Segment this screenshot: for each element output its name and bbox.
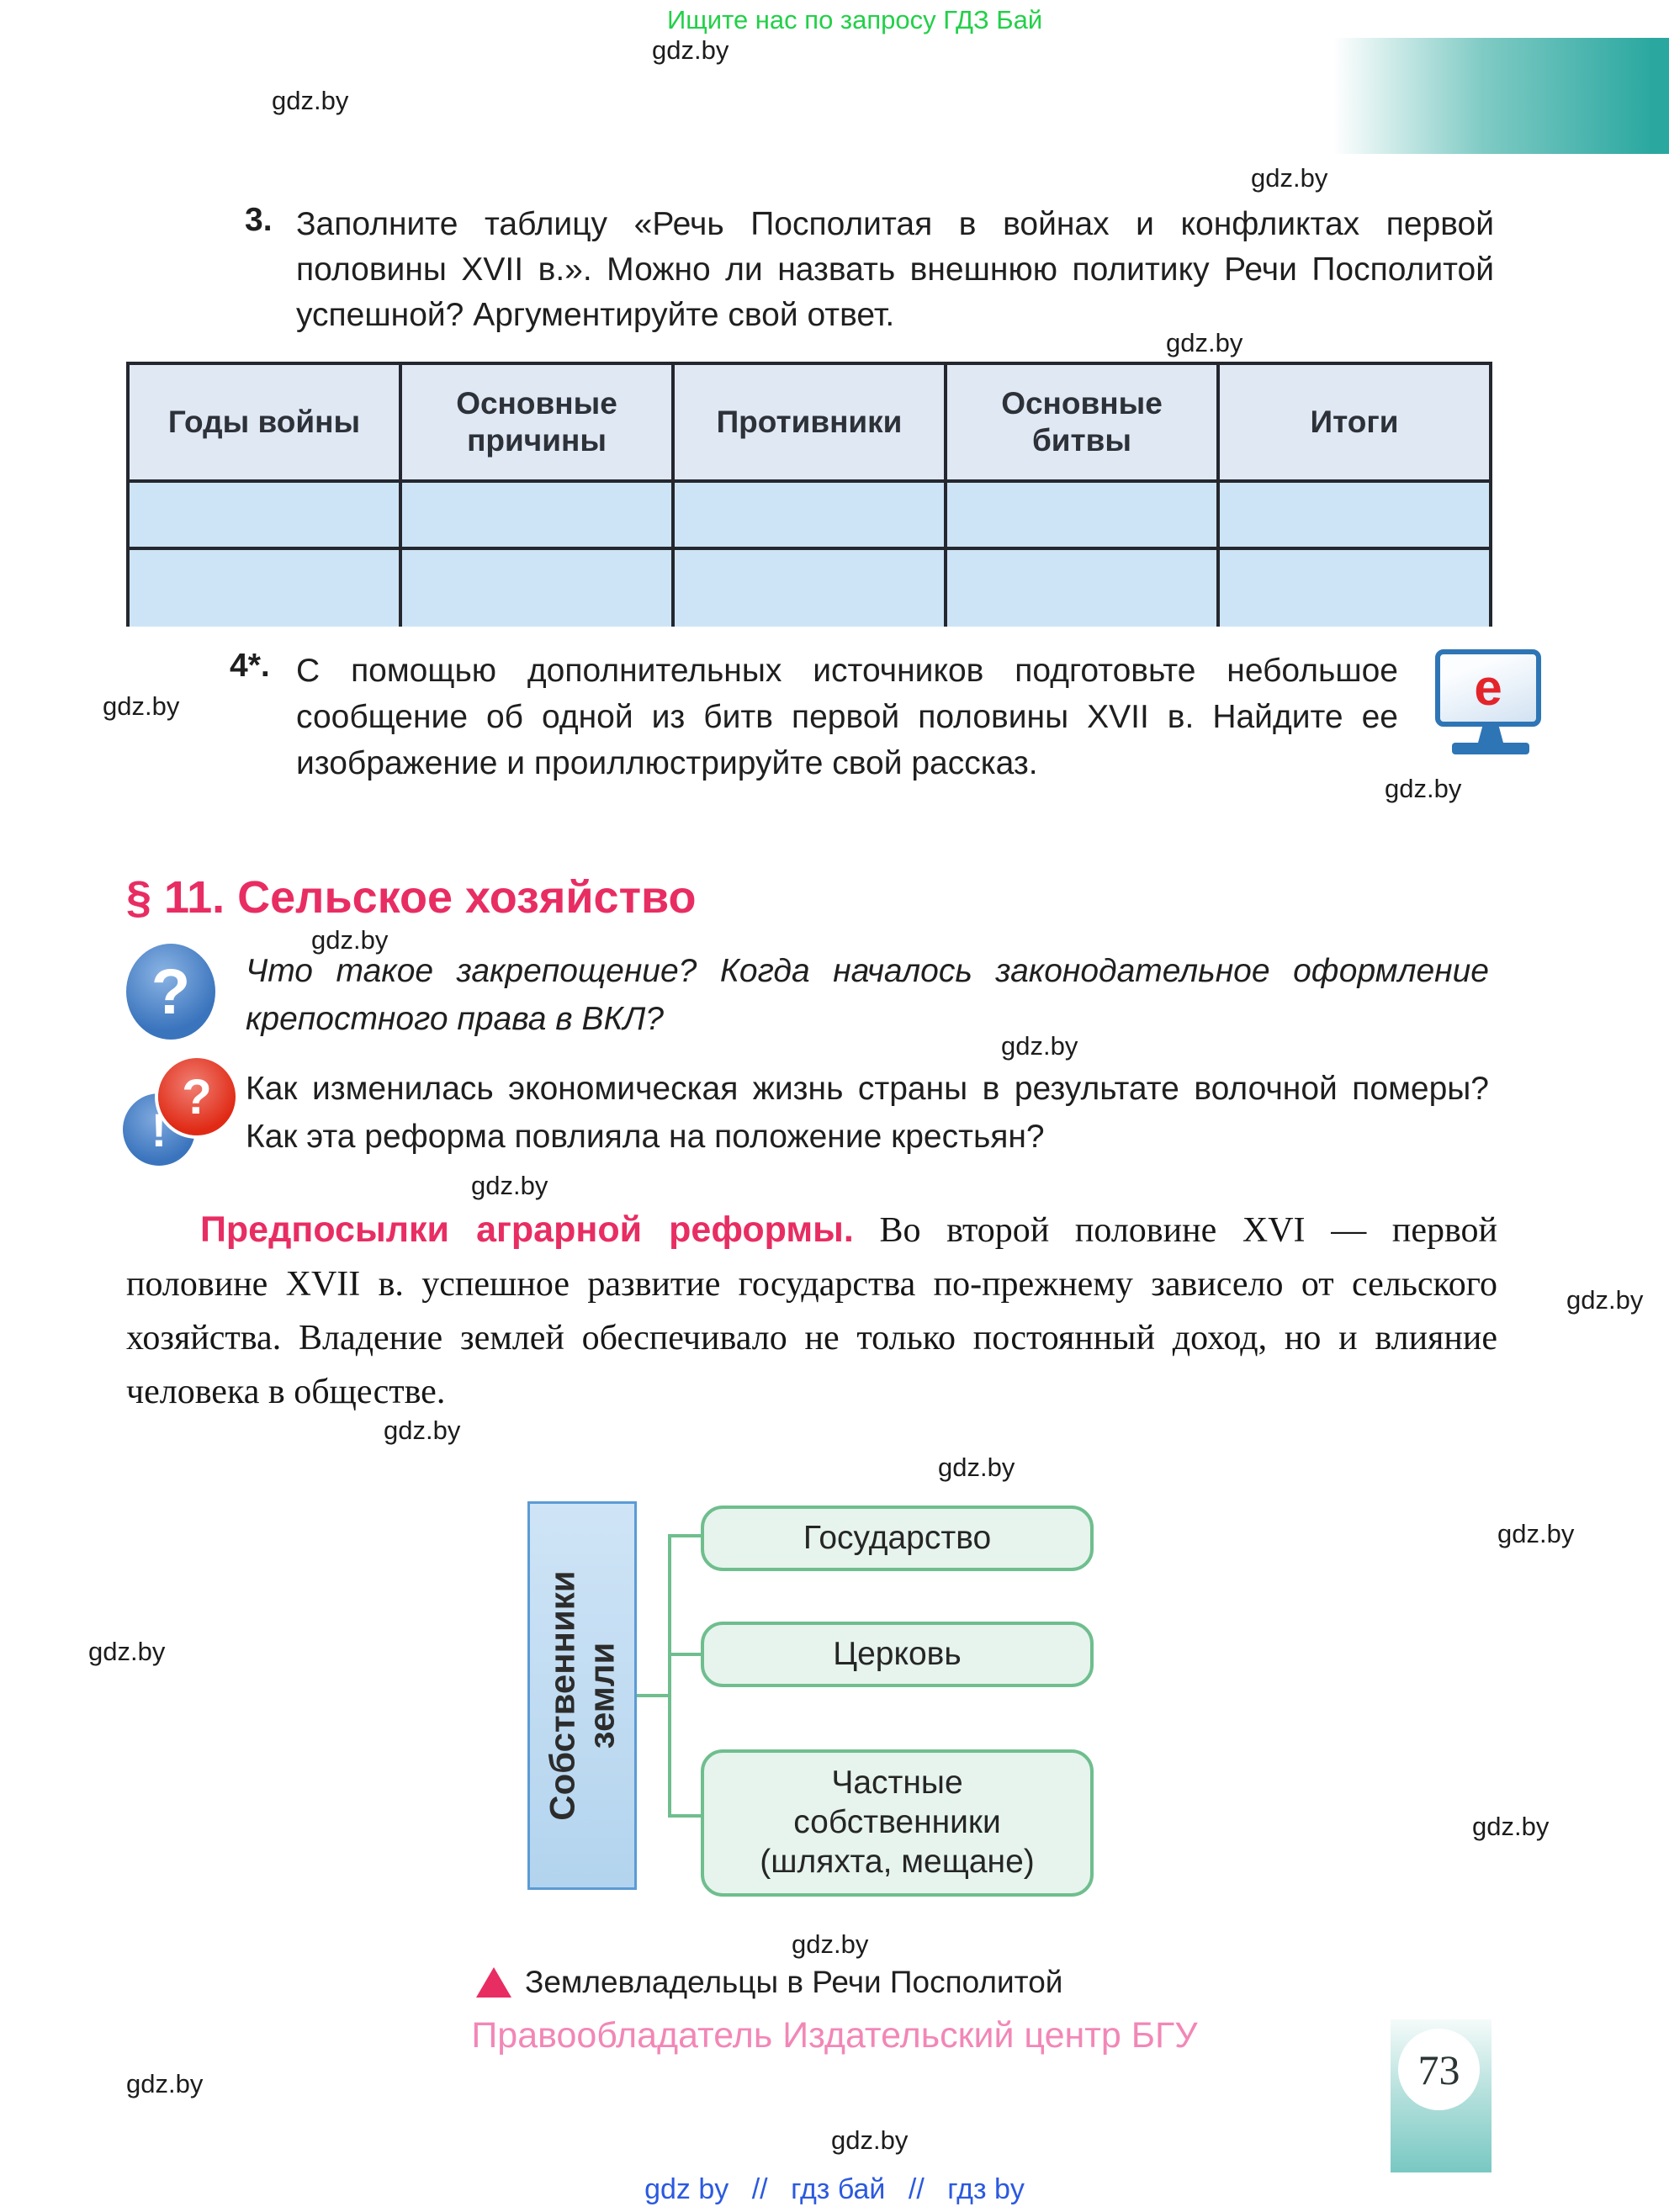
table-header-battles: Основные битвы xyxy=(944,362,1220,483)
diagram-item-label: Церковь xyxy=(833,1635,962,1672)
diagram-axis-label: Собственники земли xyxy=(542,1570,623,1821)
table-cell xyxy=(671,479,947,550)
table-header-row: Годы войны Основные причины Противники О… xyxy=(126,362,1492,483)
connector-line xyxy=(668,1814,701,1818)
table-header-opponents: Противники xyxy=(671,362,947,483)
teal-gradient-bar xyxy=(1333,38,1669,154)
footer-link-gdz-bai[interactable]: гдз бай xyxy=(791,2173,886,2205)
diagram-item-church: Церковь xyxy=(701,1622,1094,1687)
diagram-caption-text: Землевладельцы в Речи Посполитой xyxy=(525,1965,1063,1999)
table-row xyxy=(126,547,1492,627)
diagram-axis-box: Собственники земли xyxy=(527,1501,637,1890)
watermark: gdz.by xyxy=(1497,1519,1575,1548)
question-mark-icon: ? xyxy=(126,944,215,1040)
table-header-causes: Основные причины xyxy=(399,362,675,483)
paragraph-body: Во второй половине XVI — первой половине… xyxy=(126,1211,1498,1411)
footer-link-gdz-by[interactable]: gdz by xyxy=(644,2173,729,2205)
diagram-item-private-owners: Частные собственники (шляхта, мещане) xyxy=(701,1749,1094,1897)
e-letter: e xyxy=(1474,659,1502,716)
watermark: gdz.by xyxy=(1385,774,1462,803)
recall-question-text: Что такое закрепощение? Когда началось з… xyxy=(246,953,1489,1037)
diagram-item-state: Государство xyxy=(701,1506,1094,1571)
question-mark-glyph: ? xyxy=(151,955,191,1028)
watermark: gdz.by xyxy=(126,2069,204,2098)
watermark: gdz.by xyxy=(471,1171,548,1200)
watermark: gdz.by xyxy=(384,1416,461,1445)
connector-line xyxy=(668,1653,701,1656)
watermark: gdz.by xyxy=(1001,1031,1078,1061)
section-title: § 11. Сельское хозяйство xyxy=(126,872,697,923)
promo-search-text: Ищите нас по запросу ГДЗ Бай xyxy=(667,5,1043,34)
watermark: gdz.by xyxy=(1566,1285,1644,1315)
monitor-screen: e xyxy=(1435,649,1541,727)
table-row xyxy=(126,479,1492,550)
main-question-text: Как изменилась экономическая жизнь стран… xyxy=(246,1071,1489,1155)
watermark: gdz.by xyxy=(652,35,729,65)
watermark: gdz.by xyxy=(272,86,349,115)
footer-link-gdz-by2[interactable]: гдз by xyxy=(947,2173,1025,2205)
task4-number: 4*. xyxy=(230,648,270,684)
watermark: gdz.by xyxy=(1251,163,1328,193)
diagram-item-label: Государство xyxy=(803,1519,992,1556)
table-header-results: Итоги xyxy=(1216,362,1492,483)
triangle-marker-icon xyxy=(476,1967,511,1998)
task3-text: Заполните таблицу «Речь Посполитая в вой… xyxy=(296,206,1494,333)
diagram-caption: Землевладельцы в Речи Посполитой xyxy=(476,1965,1062,2000)
table-cell xyxy=(399,479,675,550)
watermark: gdz.by xyxy=(311,925,389,955)
footer-links: gdz by // гдз бай // гдз by xyxy=(0,2173,1669,2206)
table-cell xyxy=(1216,547,1492,627)
table-cell xyxy=(1216,479,1492,550)
watermark: gdz.by xyxy=(792,1929,869,1959)
copyright-text: Правообладатель Издательский центр БГУ xyxy=(471,2015,1198,2056)
footer-separator: // xyxy=(751,2173,768,2205)
table-cell xyxy=(399,547,675,627)
task3-number: 3. xyxy=(245,202,273,238)
watermark: gdz.by xyxy=(1166,328,1243,357)
table-cell xyxy=(671,547,947,627)
connector-line xyxy=(637,1694,668,1697)
watermark: gdz.by xyxy=(938,1453,1015,1482)
watermark: gdz.by xyxy=(103,691,180,721)
question-mark-red-icon: ? xyxy=(158,1058,236,1135)
watermark: gdz.by xyxy=(831,2125,909,2155)
question-mark-glyph: ? xyxy=(182,1069,212,1125)
intro-paragraph: Предпосылки аграрной реформы. Во второй … xyxy=(126,1203,1497,1419)
page-number: 73 xyxy=(1398,2029,1480,2110)
paragraph-lead: Предпосылки аграрной реформы. xyxy=(200,1209,854,1250)
table-header-years: Годы войны xyxy=(126,362,402,483)
connector-line xyxy=(668,1534,671,1818)
monitor-stand xyxy=(1478,726,1503,743)
table-cell xyxy=(944,547,1220,627)
connector-line xyxy=(668,1534,701,1537)
page-number-badge: 73 xyxy=(1391,2019,1492,2172)
monitor-base xyxy=(1452,743,1529,754)
watermark: gdz.by xyxy=(88,1637,166,1666)
task4-text: С помощью дополнительных источников подг… xyxy=(296,653,1398,781)
table-cell xyxy=(126,547,402,627)
diagram-item-label: Частные собственники (шляхта, мещане) xyxy=(760,1765,1035,1880)
footer-separator: // xyxy=(908,2173,925,2205)
wars-table: Годы войны Основные причины Противники О… xyxy=(126,362,1494,627)
table-cell xyxy=(944,479,1220,550)
table-cell xyxy=(126,479,402,550)
watermark: gdz.by xyxy=(1472,1812,1550,1841)
e-resource-monitor-icon: e xyxy=(1435,649,1546,754)
